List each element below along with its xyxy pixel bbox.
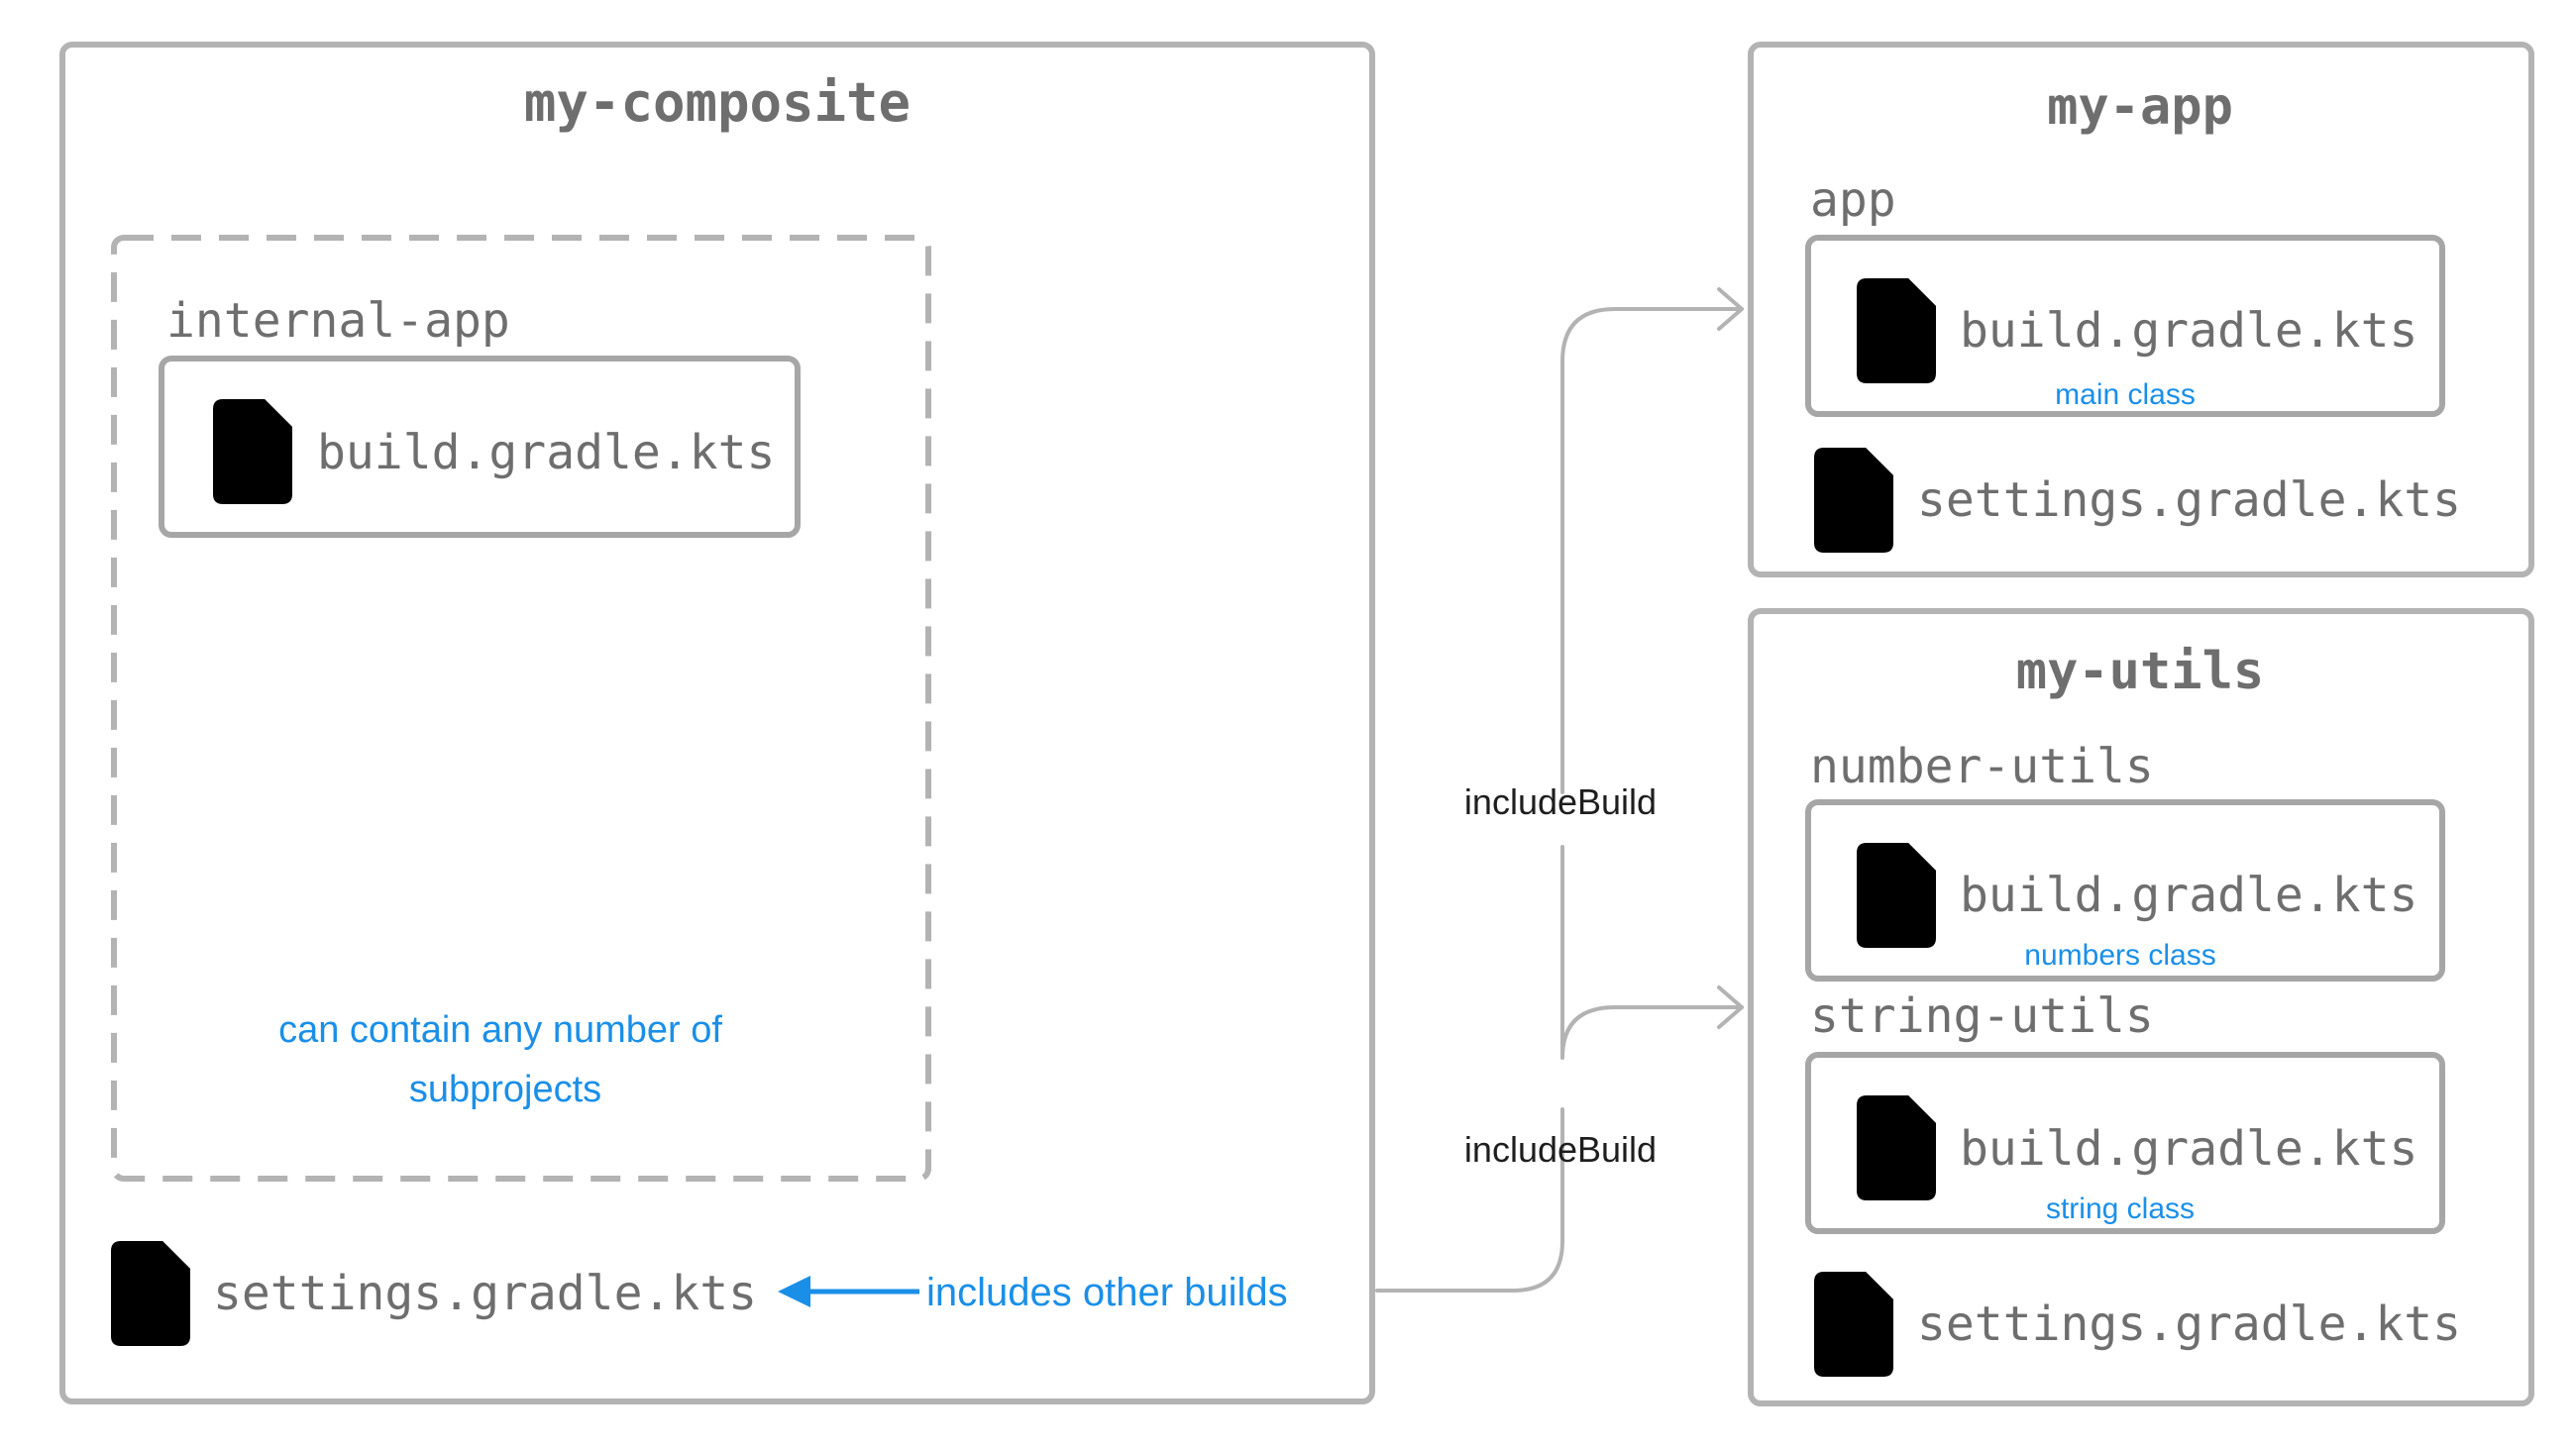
my-composite-title: my-composite bbox=[524, 71, 911, 134]
include-build-connectors: includeBuild includeBuild bbox=[1375, 287, 1744, 1293]
my-utils-build: my-utils number-utils build.gradle.kts n… bbox=[1748, 608, 2534, 1406]
subprojects-note-line2: subprojects bbox=[409, 1069, 601, 1110]
document-icon bbox=[1857, 278, 1936, 383]
document-icon bbox=[1814, 1272, 1893, 1377]
arrow-left-icon bbox=[778, 1276, 919, 1307]
includes-other-builds-annotation: includes other builds bbox=[926, 1271, 1288, 1314]
internal-app-label: internal-app bbox=[166, 293, 510, 349]
document-icon bbox=[111, 1241, 190, 1346]
internal-app-build-file-box bbox=[159, 356, 801, 538]
app-build-caption: main class bbox=[2055, 378, 2196, 411]
my-composite-box bbox=[59, 42, 1375, 1404]
app-project-label: app bbox=[1810, 172, 1896, 228]
my-composite-build: my-composite internal-app build.gradle.k… bbox=[59, 42, 1375, 1404]
my-app-box bbox=[1748, 42, 2534, 577]
number-utils-label: number-utils bbox=[1810, 739, 2154, 794]
app-build-file-box bbox=[1805, 235, 2445, 417]
my-utils-settings-file: settings.gradle.kts bbox=[1917, 1296, 2461, 1352]
my-app-settings-file: settings.gradle.kts bbox=[1917, 472, 2461, 528]
string-utils-build-file: build.gradle.kts bbox=[1960, 1121, 2417, 1177]
my-app-title: my-app bbox=[2047, 77, 2233, 137]
string-utils-build-file-box bbox=[1805, 1052, 2445, 1234]
my-app-build: my-app app build.gradle.kts main class s… bbox=[1748, 42, 2534, 577]
string-utils-build-caption: string class bbox=[2046, 1192, 2195, 1225]
composite-settings-file: settings.gradle.kts bbox=[213, 1266, 757, 1321]
subprojects-note-line1: can contain any number of bbox=[278, 1009, 722, 1051]
document-icon bbox=[1857, 1095, 1936, 1200]
document-icon bbox=[1814, 448, 1893, 553]
string-utils-label: string-utils bbox=[1810, 988, 2154, 1044]
document-icon bbox=[213, 399, 292, 504]
number-utils-build-file: build.gradle.kts bbox=[1960, 868, 2417, 923]
app-build-file: build.gradle.kts bbox=[1960, 303, 2417, 359]
number-utils-build-caption: numbers class bbox=[2024, 939, 2215, 972]
include-build-label-top: includeBuild bbox=[1464, 781, 1657, 822]
internal-app-build-file: build.gradle.kts bbox=[317, 425, 775, 480]
my-utils-box bbox=[1748, 608, 2534, 1406]
number-utils-build-file-box bbox=[1805, 799, 2445, 982]
my-utils-title: my-utils bbox=[2016, 642, 2264, 701]
include-build-label-bottom: includeBuild bbox=[1464, 1129, 1657, 1170]
internal-app-dashed-boundary bbox=[111, 235, 931, 1182]
document-icon bbox=[1857, 843, 1936, 948]
